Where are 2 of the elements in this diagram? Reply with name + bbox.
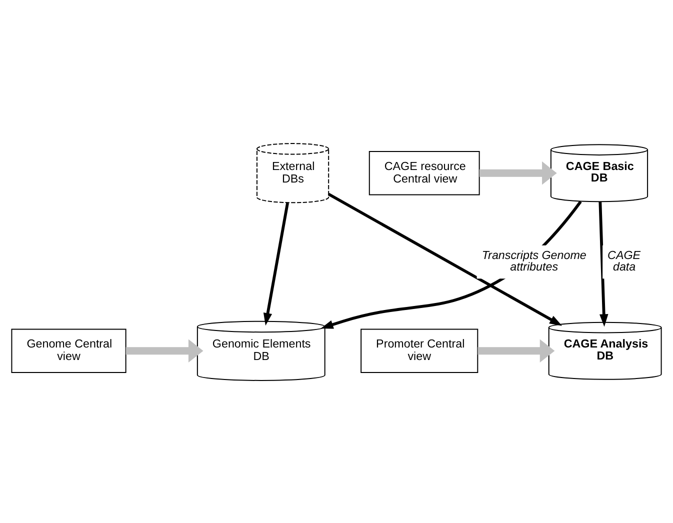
edge-label: Transcripts Genome attributes [482, 248, 586, 273]
edge-label: CAGE data [608, 248, 641, 273]
